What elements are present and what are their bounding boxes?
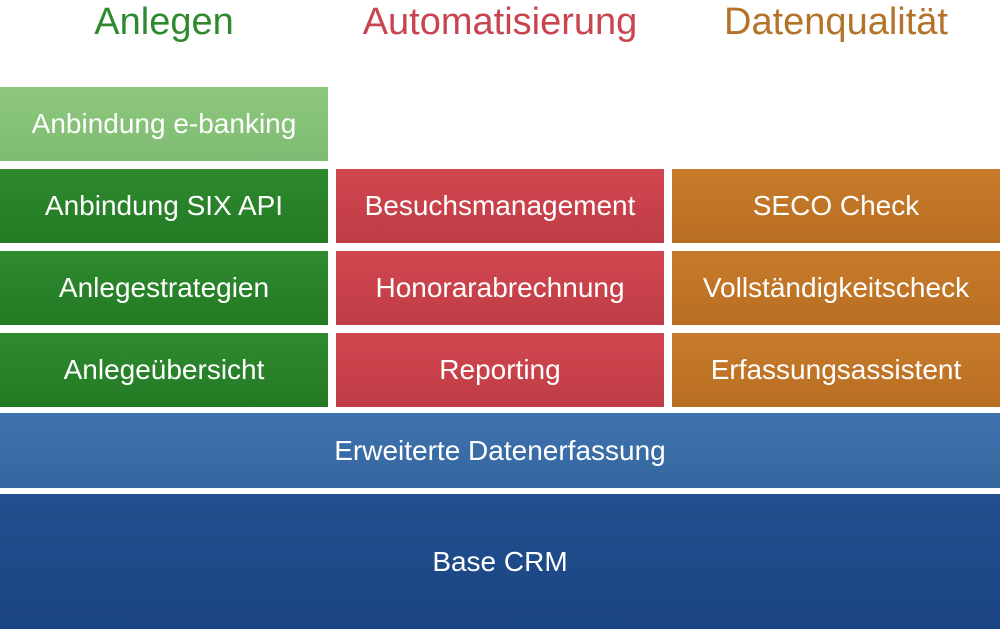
block-honorarabrechnung: Honorarabrechnung [336, 251, 664, 325]
layer-base-crm: Base CRM [0, 494, 1000, 629]
column-title-anlegen: Anlegen [94, 1, 234, 43]
block-vollstaendigkeitscheck: Vollständigkeitscheck [672, 251, 1000, 325]
column-title-automatisierung: Automatisierung [362, 1, 638, 43]
block-anlegestrategien: Anlegestrategien [0, 251, 328, 325]
block-anbindung-e-banking: Anbindung e-banking [0, 87, 328, 161]
block-anlegeuebersicht: Anlegeübersicht [0, 333, 328, 407]
block-reporting: Reporting [336, 333, 664, 407]
block-seco-check: SECO Check [672, 169, 1000, 243]
block-erfassungsassistent: Erfassungsassistent [672, 333, 1000, 407]
column-title-datenqualitaet: Datenqualität [724, 1, 948, 43]
layer-erweiterte-datenerfassung: Erweiterte Datenerfassung [0, 413, 1000, 488]
block-anbindung-six-api: Anbindung SIX API [0, 169, 328, 243]
block-besuchsmanagement: Besuchsmanagement [336, 169, 664, 243]
